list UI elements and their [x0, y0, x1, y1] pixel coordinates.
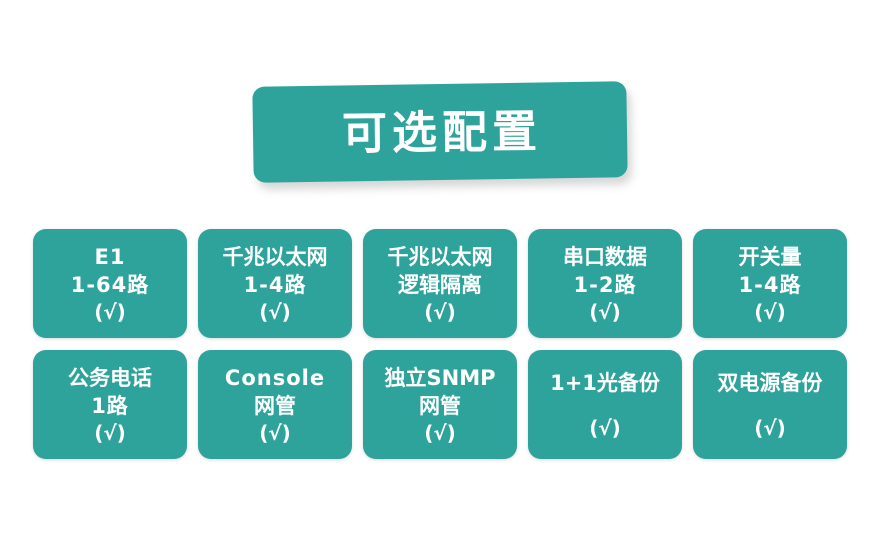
options-row-2: 公务电话 1路 (√) Console 网管 (√) 独立SNMP 网管 (√)…: [33, 350, 847, 459]
option-card-subtitle: 网管: [419, 393, 461, 418]
option-card-e1[interactable]: E1 1-64路 (√): [33, 229, 187, 338]
option-card-title: 双电源备份: [717, 370, 823, 395]
option-card-console-management[interactable]: Console 网管 (√): [198, 350, 352, 459]
option-card-check-mark: (√): [754, 416, 786, 441]
option-card-subtitle: 网管: [254, 393, 296, 418]
option-card-gigabit-ethernet[interactable]: 千兆以太网 1-4路 (√): [198, 229, 352, 338]
option-card-subtitle: 1-64路: [70, 272, 150, 297]
option-card-subtitle: 逻辑隔离: [398, 272, 482, 297]
options-row-1: E1 1-64路 (√) 千兆以太网 1-4路 (√) 千兆以太网 逻辑隔离 (…: [33, 229, 847, 338]
option-card-title: 公务电话: [68, 365, 152, 390]
option-card-check-mark: (√): [589, 416, 621, 441]
option-card-gigabit-ethernet-logical-isolation[interactable]: 千兆以太网 逻辑隔离 (√): [363, 229, 517, 338]
option-card-check-mark: (√): [424, 421, 456, 446]
option-card-title: 串口数据: [563, 244, 647, 269]
option-card-check-mark: (√): [259, 421, 291, 446]
option-card-subtitle: 1-4路: [243, 272, 307, 297]
option-card-check-mark: (√): [259, 300, 291, 325]
option-card-check-mark: (√): [94, 421, 126, 446]
page-title: 可选配置: [342, 104, 543, 160]
option-card-title: 开关量: [738, 244, 802, 269]
option-card-check-mark: (√): [754, 300, 786, 325]
option-card-optical-1plus1-backup[interactable]: 1+1光备份 (√): [528, 350, 682, 459]
option-card-check-mark: (√): [589, 300, 621, 325]
option-card-title: 千兆以太网: [222, 244, 328, 269]
option-card-title: E1: [94, 244, 126, 269]
option-card-dual-power-backup[interactable]: 双电源备份 (√): [693, 350, 847, 459]
option-card-subtitle: 1路: [91, 393, 129, 418]
banner-shape: 可选配置: [252, 81, 628, 183]
option-card-standalone-snmp-management[interactable]: 独立SNMP 网管 (√): [363, 350, 517, 459]
option-card-service-phone[interactable]: 公务电话 1路 (√): [33, 350, 187, 459]
option-card-subtitle: 1-4路: [738, 272, 802, 297]
option-card-title: 独立SNMP: [384, 365, 496, 390]
option-card-title: Console: [224, 365, 326, 390]
option-card-title: 1+1光备份: [550, 370, 660, 395]
option-card-title: 千兆以太网: [387, 244, 493, 269]
section-header-banner: 可选配置: [252, 81, 628, 184]
option-card-check-mark: (√): [424, 300, 456, 325]
option-card-check-mark: (√): [94, 300, 126, 325]
option-card-serial-data[interactable]: 串口数据 1-2路 (√): [528, 229, 682, 338]
options-grid: E1 1-64路 (√) 千兆以太网 1-4路 (√) 千兆以太网 逻辑隔离 (…: [33, 229, 847, 459]
option-card-subtitle: 1-2路: [573, 272, 637, 297]
option-card-switch-quantity[interactable]: 开关量 1-4路 (√): [693, 229, 847, 338]
